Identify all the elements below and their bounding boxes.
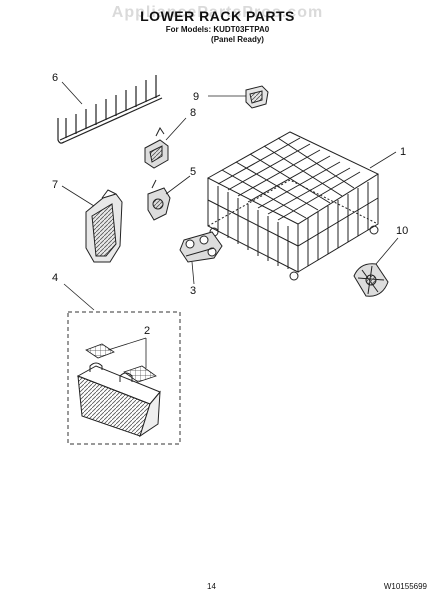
part-2-covers — [85, 343, 157, 383]
page-header: LOWER RACK PARTS For Models: KUDT03FTPA0… — [0, 8, 435, 44]
callout-9: 9 — [193, 91, 199, 103]
part-7-tine-clip — [85, 189, 123, 263]
part-3-wheel-assembly — [179, 231, 223, 263]
callout-4: 4 — [52, 272, 58, 284]
part-6-tine-row — [57, 75, 163, 144]
page-title: LOWER RACK PARTS — [140, 8, 295, 24]
leader-3 — [191, 261, 195, 285]
callout-6: 6 — [52, 72, 58, 84]
callout-10: 10 — [396, 225, 408, 237]
leader-10 — [375, 237, 399, 265]
silverware-basket — [76, 362, 161, 438]
models-line: For Models: KUDT03FTPA0 — [165, 25, 270, 34]
callout-2: 2 — [144, 325, 150, 337]
callout-1: 1 — [400, 146, 406, 158]
part-4-assembly-box — [67, 311, 181, 445]
part-10-wheel — [353, 263, 389, 297]
part-8-bracket — [144, 127, 169, 169]
page-number: 14 — [207, 582, 216, 591]
callout-3: 3 — [190, 285, 196, 297]
part-9-clip — [245, 85, 269, 109]
leader-8 — [165, 117, 187, 141]
part-1-lower-rack — [206, 131, 380, 281]
leader-1 — [369, 151, 397, 169]
document-code: W10155699 — [383, 582, 427, 591]
leader-5 — [165, 175, 191, 195]
callout-7: 7 — [52, 179, 58, 191]
callout-5: 5 — [190, 166, 196, 178]
leader-6 — [61, 81, 83, 105]
leader-7 — [61, 185, 95, 207]
callout-8: 8 — [190, 107, 196, 119]
part-5-roller-bracket — [147, 179, 171, 221]
leader-2a — [107, 337, 147, 351]
leader-4 — [63, 283, 95, 311]
panel-line: (Panel Ready) — [211, 35, 264, 44]
watermark: AppliancePartsPros.com — [111, 4, 324, 21]
